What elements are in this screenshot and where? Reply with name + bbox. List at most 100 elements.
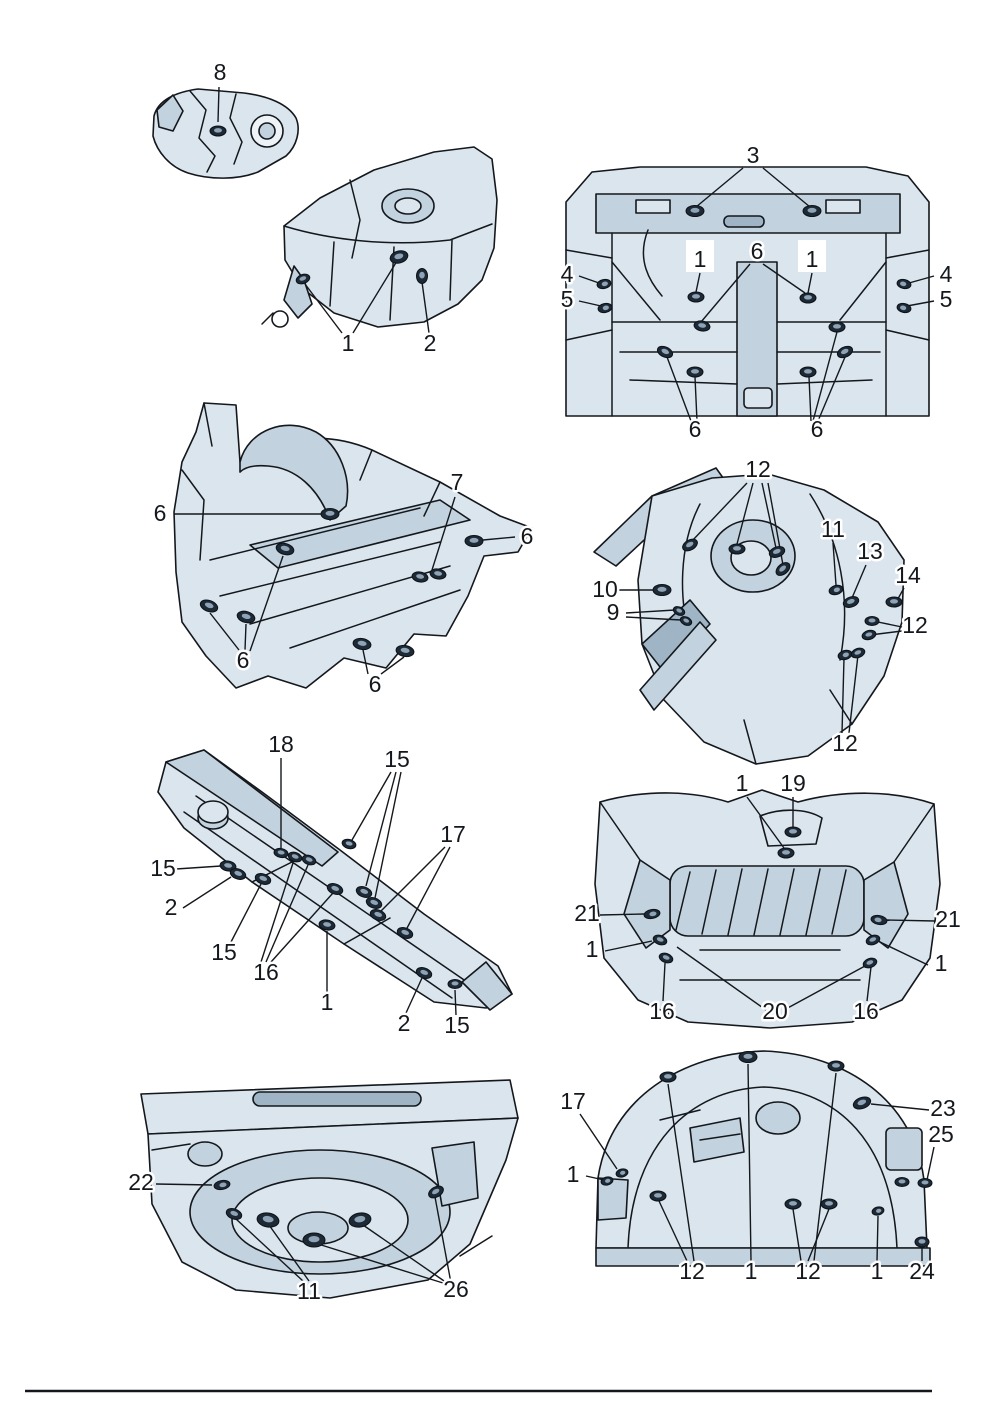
leader-line bbox=[695, 167, 744, 208]
grommet-icon bbox=[679, 616, 693, 626]
grommet-icon bbox=[199, 599, 219, 613]
leader-line bbox=[694, 376, 698, 422]
leader-line bbox=[155, 1183, 213, 1186]
callouts-corner-detail: 8 bbox=[209, 57, 229, 137]
callout-label: 15 bbox=[444, 1012, 470, 1038]
leader-line bbox=[783, 965, 866, 1011]
leader-line bbox=[807, 1208, 830, 1262]
grommet-icon bbox=[865, 934, 881, 946]
grommet-icon bbox=[597, 302, 613, 314]
grommet-icon bbox=[355, 886, 373, 898]
leader-line bbox=[747, 1063, 752, 1262]
grommet-icon bbox=[784, 1198, 802, 1210]
callout-label: 16 bbox=[649, 998, 675, 1024]
grommet-icon bbox=[775, 562, 791, 576]
leader-line bbox=[599, 913, 645, 916]
leader-line bbox=[351, 771, 392, 841]
leader-line bbox=[762, 167, 811, 208]
leader-line bbox=[667, 1083, 695, 1262]
grommet-icon bbox=[728, 543, 746, 555]
grommet-icon bbox=[341, 838, 357, 850]
leader-line bbox=[813, 1072, 837, 1262]
grommet-icon bbox=[326, 883, 344, 895]
leader-line bbox=[851, 564, 867, 599]
grommet-icon bbox=[416, 268, 428, 284]
grommet-icon bbox=[287, 851, 303, 863]
grommet-icon bbox=[396, 927, 414, 939]
leader-line bbox=[268, 1224, 310, 1282]
callout-label: 12 bbox=[832, 730, 858, 756]
grommet-icon bbox=[275, 542, 295, 556]
leader-line bbox=[832, 542, 837, 586]
grommet-icon bbox=[415, 967, 433, 979]
grommet-icon bbox=[682, 538, 698, 552]
callout-label: 1 bbox=[321, 989, 334, 1015]
leader-line bbox=[209, 612, 240, 651]
grommet-icon bbox=[885, 596, 903, 608]
grommet-icon bbox=[652, 934, 668, 946]
grommet-icon bbox=[828, 584, 844, 596]
leader-line bbox=[808, 376, 812, 422]
callout-label: 12 bbox=[795, 1258, 821, 1284]
callout-label: 24 bbox=[909, 1258, 935, 1284]
grommet-icon bbox=[738, 1051, 758, 1063]
grommet-icon bbox=[768, 546, 786, 558]
callout-label: 6 bbox=[154, 500, 167, 526]
leader-line bbox=[736, 482, 754, 545]
leader-line bbox=[695, 272, 701, 293]
leader-line bbox=[817, 356, 846, 422]
grommet-icon bbox=[411, 571, 429, 583]
leader-line bbox=[908, 275, 935, 284]
panel-sill-underbody bbox=[157, 749, 513, 1011]
callout-label: 16 bbox=[853, 998, 879, 1024]
leader-line bbox=[585, 1175, 605, 1181]
leader-line bbox=[304, 283, 343, 334]
callout-label: 16 bbox=[253, 959, 279, 985]
grommet-icon bbox=[672, 606, 686, 616]
grommet-icon bbox=[852, 1096, 872, 1110]
callout-label: 1 bbox=[567, 1161, 580, 1187]
panel-corner-detail bbox=[152, 88, 299, 179]
leader-line bbox=[235, 1218, 304, 1282]
leader-line bbox=[812, 331, 838, 422]
leader-line bbox=[662, 962, 666, 1002]
grommet-icon bbox=[395, 644, 415, 658]
grommet-icon bbox=[447, 979, 463, 989]
callout-label: 12 bbox=[902, 612, 928, 638]
leader-line bbox=[379, 846, 446, 913]
grommet-icon bbox=[219, 860, 237, 872]
panel-rear-wheel-arch bbox=[595, 1050, 931, 1267]
leader-line bbox=[761, 482, 777, 549]
panel-wheel-housing-inner bbox=[593, 467, 905, 765]
leader-line bbox=[230, 883, 262, 943]
grommet-icon bbox=[348, 1212, 372, 1228]
callout-label: 1 bbox=[871, 1258, 884, 1284]
grommet-icon bbox=[301, 854, 317, 866]
grommet-icon bbox=[256, 1212, 280, 1228]
leader-line bbox=[362, 649, 369, 675]
leader-line bbox=[317, 1243, 444, 1284]
callout-label: 17 bbox=[560, 1088, 586, 1114]
callout-label: 4 bbox=[561, 261, 574, 287]
callout-label: 4 bbox=[940, 261, 953, 287]
grommet-icon bbox=[429, 568, 447, 580]
grommet-icon bbox=[369, 909, 387, 921]
callout-label: 11 bbox=[297, 1278, 321, 1304]
callout-label: 15 bbox=[384, 746, 410, 772]
leader-line bbox=[260, 862, 294, 963]
leader-line bbox=[879, 941, 929, 966]
grommet-icon bbox=[352, 637, 372, 651]
leader-line bbox=[244, 623, 247, 651]
grommet-icon bbox=[894, 1177, 910, 1187]
leader-line bbox=[217, 86, 220, 123]
grommet-icon bbox=[656, 345, 674, 359]
grommet-icon bbox=[596, 278, 612, 290]
callout-label: 1 bbox=[342, 330, 355, 356]
callout-label: 11 bbox=[821, 516, 845, 542]
callout-label: 21 bbox=[574, 900, 600, 926]
